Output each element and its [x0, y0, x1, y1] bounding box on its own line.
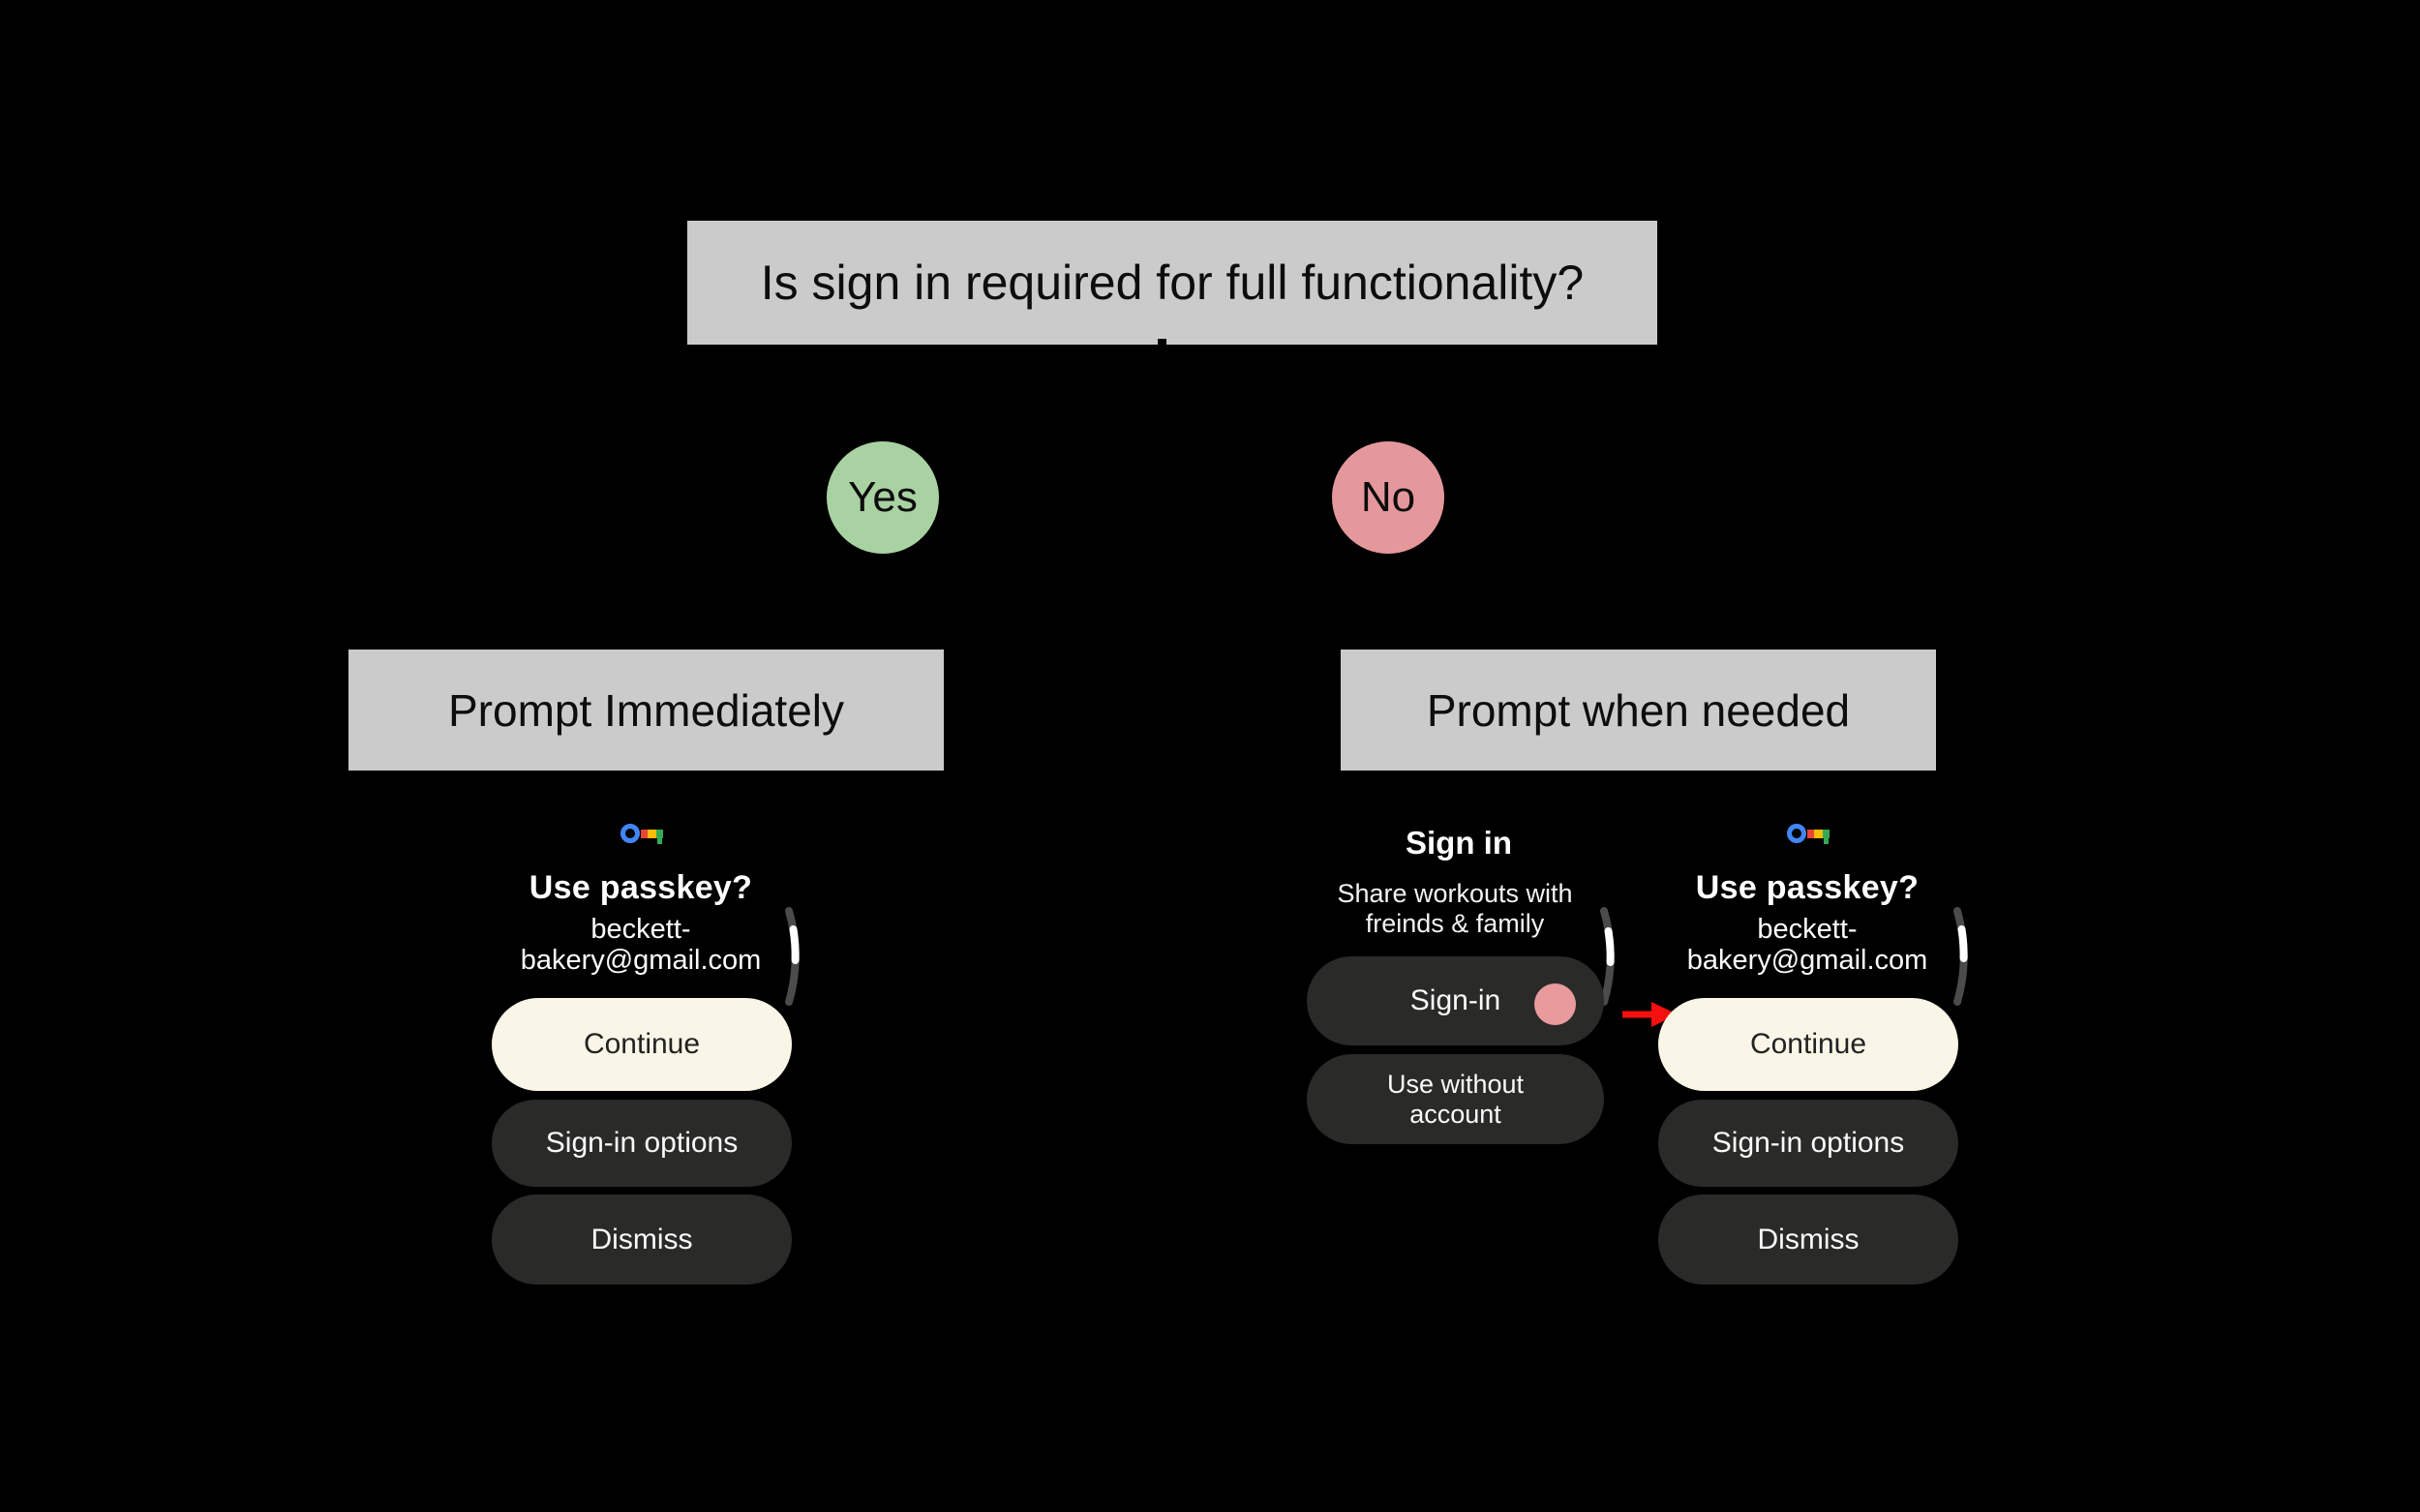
subtitle-line2: freinds & family — [1365, 909, 1545, 938]
key-ring — [1787, 824, 1806, 843]
key-shaft-yellow — [1814, 830, 1823, 838]
question-box: Is sign in required for full functionali… — [687, 221, 1657, 345]
key-tooth — [1824, 838, 1829, 844]
account-avatar — [1534, 983, 1576, 1025]
dismiss-label: Dismiss — [1757, 1223, 1860, 1255]
key-ring — [620, 824, 640, 843]
continue-label: Continue — [1749, 1028, 1867, 1060]
prompt-immediately-box: Prompt Immediately — [348, 650, 944, 771]
signin-subtitle: Share workouts with freinds & family — [1252, 879, 1658, 939]
yes-node: Yes — [827, 441, 939, 554]
passkey-email: beckett- bakery@gmail.com — [438, 914, 844, 976]
signin-label: Sign-in — [1409, 984, 1501, 1016]
key-shaft-yellow — [648, 830, 656, 838]
signin-options-button[interactable]: Sign-in options — [492, 1100, 792, 1187]
key-shaft-green — [1823, 830, 1830, 838]
dismiss-label: Dismiss — [590, 1223, 693, 1255]
prompt-immediately-text: Prompt Immediately — [447, 684, 844, 736]
key-shaft-red — [1807, 830, 1814, 838]
no-node: No — [1332, 441, 1444, 554]
use-without-account-button[interactable]: Use without account — [1307, 1054, 1604, 1144]
signin-button[interactable]: Sign-in — [1307, 956, 1604, 1045]
signin-options-label: Sign-in options — [545, 1127, 739, 1159]
scroll-indicator[interactable] — [1949, 906, 1982, 1007]
dismiss-button[interactable]: Dismiss — [492, 1194, 792, 1285]
prompt-when-needed-box: Prompt when needed — [1341, 650, 1936, 771]
signin-options-label: Sign-in options — [1711, 1127, 1905, 1159]
no-label: No — [1360, 473, 1416, 521]
connector-tick — [1158, 339, 1166, 349]
scroll-indicator[interactable] — [1595, 906, 1629, 1007]
key-tooth — [657, 838, 662, 844]
use-without-account-label: Use without account — [1387, 1070, 1524, 1130]
use-without-line1: Use without — [1386, 1069, 1525, 1099]
continue-button[interactable]: Continue — [1658, 998, 1958, 1091]
email-line2: bakery@gmail.com — [1686, 945, 1928, 976]
email-line1: beckett- — [590, 914, 691, 945]
key-shaft-green — [656, 830, 663, 838]
continue-button[interactable]: Continue — [492, 998, 792, 1091]
email-line2: bakery@gmail.com — [520, 945, 762, 976]
key-shaft-red — [641, 830, 648, 838]
question-text: Is sign in required for full functionali… — [760, 256, 1585, 310]
passkey-title: Use passkey? — [1695, 869, 1920, 906]
passkey-key-icon — [620, 822, 663, 847]
scroll-indicator[interactable] — [780, 906, 814, 1007]
passkey-title: Use passkey? — [529, 869, 753, 906]
dismiss-button[interactable]: Dismiss — [1658, 1194, 1958, 1285]
yes-label: Yes — [848, 473, 918, 521]
email-line1: beckett- — [1757, 914, 1858, 945]
use-without-line2: account — [1409, 1099, 1501, 1129]
signin-options-button[interactable]: Sign-in options — [1658, 1100, 1958, 1187]
signin-title: Sign in — [1406, 825, 1512, 861]
prompt-when-needed-text: Prompt when needed — [1426, 684, 1851, 736]
continue-label: Continue — [583, 1028, 701, 1060]
subtitle-line1: Share workouts with — [1337, 879, 1573, 908]
passkey-key-icon — [1787, 822, 1830, 847]
red-arrow-icon — [1622, 1002, 1678, 1027]
passkey-email: beckett- bakery@gmail.com — [1604, 914, 2011, 976]
